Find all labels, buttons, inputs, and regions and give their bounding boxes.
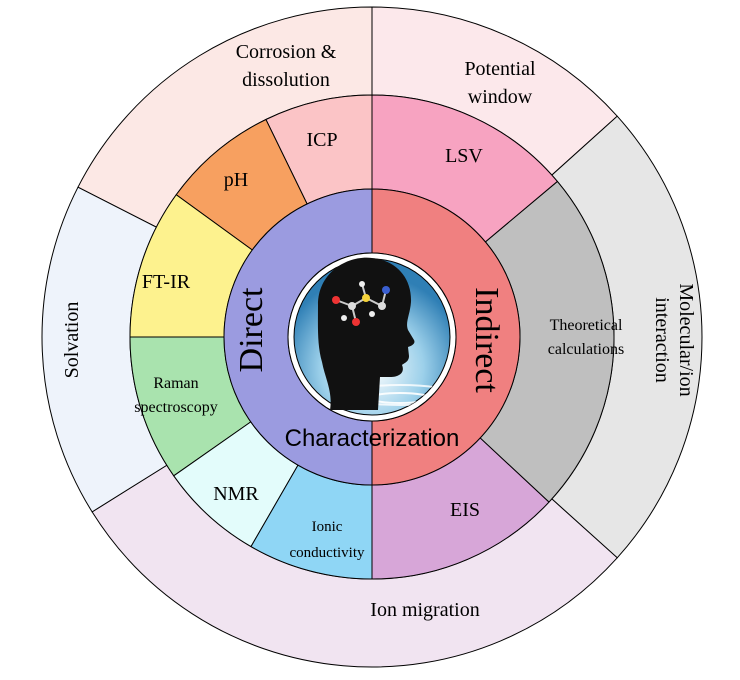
theoretical-label-line1: Theoretical: [550, 317, 623, 334]
molecular-label-line1: Molecular/ion: [675, 283, 697, 396]
raman-label-line1: Raman: [153, 375, 198, 392]
indirect-label: Indirect: [468, 287, 505, 393]
characterization-label: Characterization: [285, 425, 460, 452]
corrosion-label-line2: dissolution: [242, 69, 330, 91]
icp-label: ICP: [306, 129, 337, 151]
raman-label-line2: spectroscopy: [134, 399, 218, 416]
ion-migration-label: Ion migration: [370, 599, 479, 621]
molecule-icon: [332, 281, 390, 326]
theoretical-label-line2: calculations: [548, 341, 624, 358]
ph-label: pH: [224, 169, 248, 191]
lsv-label: LSV: [445, 145, 483, 167]
corrosion-label-line1: Corrosion &: [236, 41, 337, 63]
potential-label-line2: window: [468, 86, 533, 108]
nmr-label: NMR: [213, 483, 259, 505]
ionic-label-line1: Ionic: [312, 519, 343, 535]
center-image: [287, 252, 457, 422]
potential-label-line1: Potential: [464, 58, 536, 80]
solvation-label: Solvation: [61, 302, 83, 379]
head-silhouette-with-molecule-icon: [317, 257, 415, 410]
outer-ring: [41, 6, 703, 668]
eis-label: EIS: [450, 499, 480, 521]
ionic-label-line2: conductivity: [290, 545, 365, 561]
ftir-label: FT-IR: [142, 271, 191, 293]
direct-label: Direct: [233, 287, 270, 373]
molecular-label-line2: interaction: [651, 297, 673, 383]
